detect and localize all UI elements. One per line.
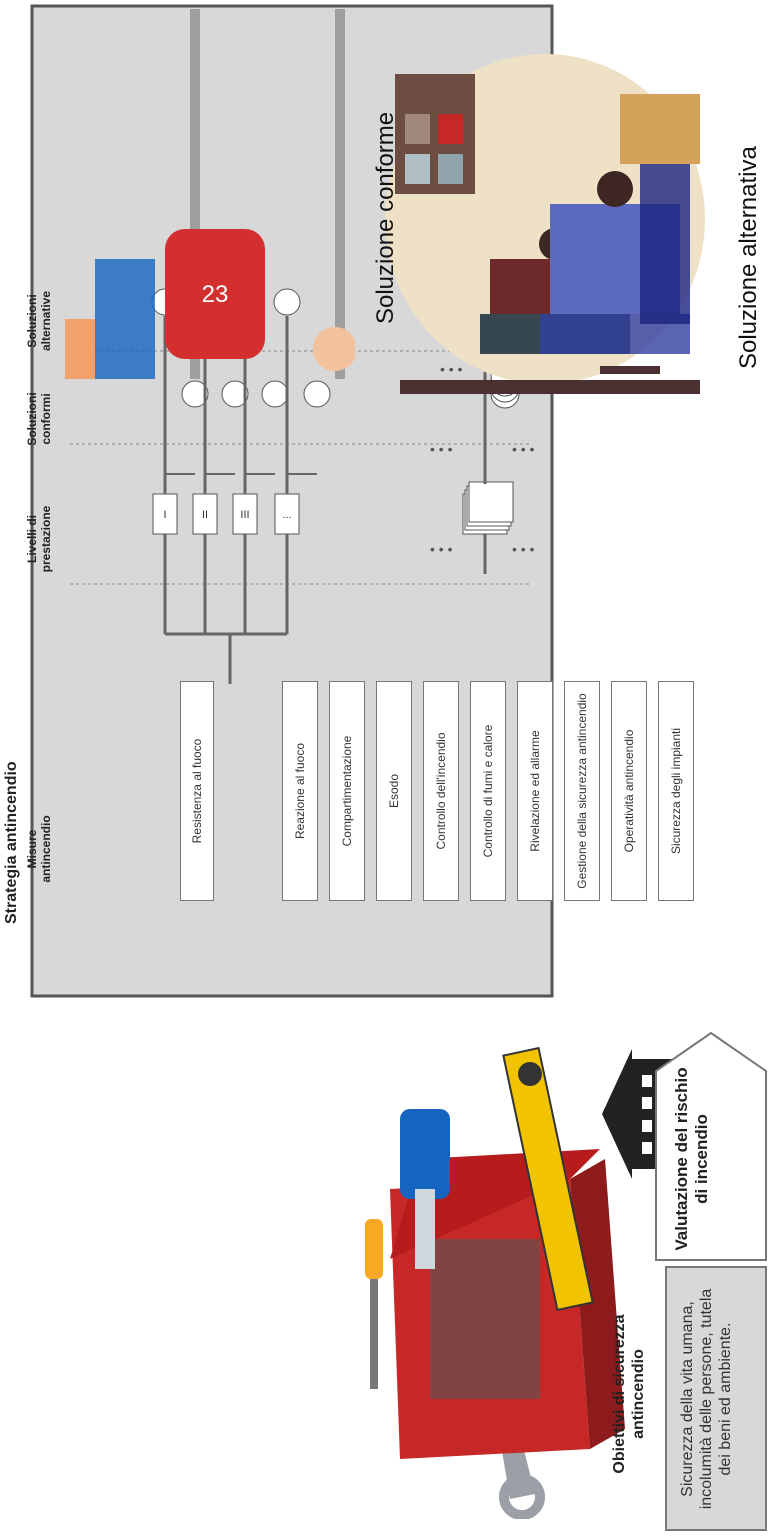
jersey-number: 23 <box>202 281 229 308</box>
level-label: I <box>163 509 166 521</box>
ellipsis-dots: • • • <box>512 541 535 557</box>
measure-item: Controllo di fumi e calore <box>470 681 506 901</box>
conform-column-header: Soluzioni conformi <box>25 384 53 454</box>
alternative-solution-label: Soluzione alternativa <box>735 146 763 369</box>
conform-solution-label: Soluzione conforme <box>372 112 400 324</box>
measures-column-header: Misure antincendio <box>25 809 53 889</box>
ellipsis-dots: • • • <box>430 441 453 457</box>
level-stack <box>469 482 513 522</box>
tailor-shop-illustration <box>380 34 710 394</box>
objectives-text: Sicurezza della vita umana, incolumità d… <box>678 1279 735 1519</box>
measure-item: Resistenza al fuoco <box>180 681 214 901</box>
measure-item: Reazione al fuoco <box>282 681 318 901</box>
ellipsis-dots: • • • <box>430 541 453 557</box>
measure-item: Controllo dell'incendio <box>423 681 459 901</box>
strategy-title: Strategia antincendio <box>2 594 21 924</box>
pole-icon <box>400 380 700 394</box>
level-label: ... <box>282 509 291 521</box>
shelf-icon <box>395 74 475 194</box>
measure-item: Gestione della sicurezza antincendio <box>564 681 600 901</box>
risk-assessment-text: Valutazione del rischio di incendio <box>672 1064 712 1254</box>
measure-item: Compartimentazione <box>329 681 365 901</box>
customer-person-icon: 23 <box>65 229 355 379</box>
measure-item: Rivelazione ed allarme <box>517 681 553 901</box>
alternative-column-header: Soluzioni alternative <box>25 281 53 361</box>
measure-item: Esodo <box>376 681 412 901</box>
levels-column-header: Livelli di prestazione <box>25 499 53 579</box>
ellipsis-dots: • • • <box>512 441 535 457</box>
measure-item: Sicurezza degli impianti <box>658 681 694 901</box>
measure-item: Operatività antincendio <box>611 681 647 901</box>
objectives-title: Obiettivi di sicurezza antincendio <box>610 1269 648 1519</box>
level-label: II <box>202 509 208 521</box>
clothing-store-illustration: 23 <box>55 9 355 389</box>
level-label: III <box>240 509 249 521</box>
screwdriver-icon <box>365 1219 383 1389</box>
